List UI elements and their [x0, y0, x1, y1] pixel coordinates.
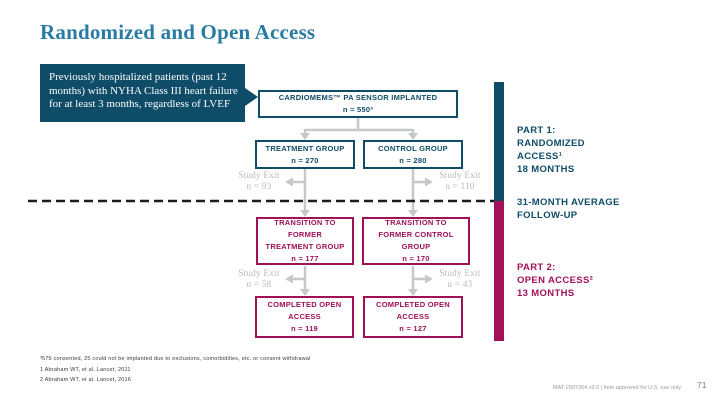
completed-n: n = 119 [291, 324, 318, 333]
document-id-label: MAT-2007364 v3.0 | Item approved for U.S… [553, 385, 683, 391]
footnotes: ³575 consented, 25 could not be implante… [40, 354, 311, 386]
study-exit-label: Study Exit [238, 170, 280, 180]
implanted-n: n = 550³ [342, 105, 374, 114]
implanted-box: CARDIOMEMS™ PA SENSOR IMPLANTED n = 550³ [258, 90, 458, 118]
transition-label: TRANSITION TO FORMER TREATMENT GROUP [265, 218, 345, 251]
footnote-1: ³575 consented, 25 could not be implante… [40, 356, 311, 362]
completed-n: n = 127 [399, 324, 427, 333]
treatment-label: TREATMENT GROUP [265, 143, 345, 153]
followup-average-label: 31-MONTH AVERAGE FOLLOW-UP [517, 197, 620, 221]
completed-label: COMPLETED OPEN ACCESS [267, 300, 342, 321]
phase2-timeline-bar [494, 201, 504, 341]
control-n: n = 280 [399, 155, 427, 165]
page-title: Randomized and Open Access [40, 20, 316, 44]
study-exit-n: n = 110 [445, 181, 475, 191]
transition-n: n = 177 [291, 254, 319, 263]
completed-open-access-right-box: COMPLETED OPEN ACCESS n = 127 [363, 296, 463, 338]
control-label: CONTROL GROUP [378, 143, 448, 153]
transition-n: n = 170 [402, 254, 430, 263]
completed-label: COMPLETED OPEN ACCESS [376, 300, 450, 321]
footnote-3: 2 Abraham WT, et al. Lancet, 2016 [40, 377, 131, 383]
part1-randomized-access-label: PART 1: RANDOMIZED ACCESS¹ 18 MONTHS [517, 125, 585, 175]
study-exit-label: Study Exit [439, 268, 481, 278]
study-exit-n: n = 93 [246, 181, 272, 191]
study-exit-1-left: Study Exit n = 93 [228, 170, 290, 192]
part2-open-access-label: PART 2: OPEN ACCESS² 13 MONTHS [517, 262, 594, 299]
transition-former-control-box: TRANSITION TO FORMER CONTROL GROUP n = 1… [362, 217, 470, 265]
treatment-n: n = 270 [291, 155, 319, 165]
page-number: 71 [697, 380, 707, 390]
control-group-box: CONTROL GROUP n = 280 [363, 140, 463, 169]
transition-former-treatment-box: TRANSITION TO FORMER TREATMENT GROUP n =… [256, 217, 354, 265]
study-exit-2-left: Study Exit n = 58 [228, 268, 290, 290]
study-exit-label: Study Exit [439, 170, 481, 180]
study-exit-n: n = 58 [246, 279, 272, 289]
treatment-group-box: TREATMENT GROUP n = 270 [255, 140, 355, 169]
phase1-timeline-bar [494, 82, 504, 201]
inclusion-arrow-icon [245, 88, 258, 106]
study-exit-1-right: Study Exit n = 110 [428, 170, 492, 192]
study-exit-2-right: Study Exit n = 43 [428, 268, 492, 290]
footnote-2: 1 Abraham WT, et al. Lancet, 2011 [40, 366, 131, 373]
study-exit-n: n = 43 [447, 279, 473, 289]
inclusion-criteria-box: Previously hospitalized patients (past 1… [40, 64, 245, 122]
implanted-label: CARDIOMEMS™ PA SENSOR IMPLANTED [278, 93, 438, 102]
study-exit-label: Study Exit [238, 268, 280, 278]
transition-label: TRANSITION TO FORMER CONTROL GROUP [378, 218, 454, 251]
completed-open-access-left-box: COMPLETED OPEN ACCESS n = 119 [255, 296, 354, 338]
